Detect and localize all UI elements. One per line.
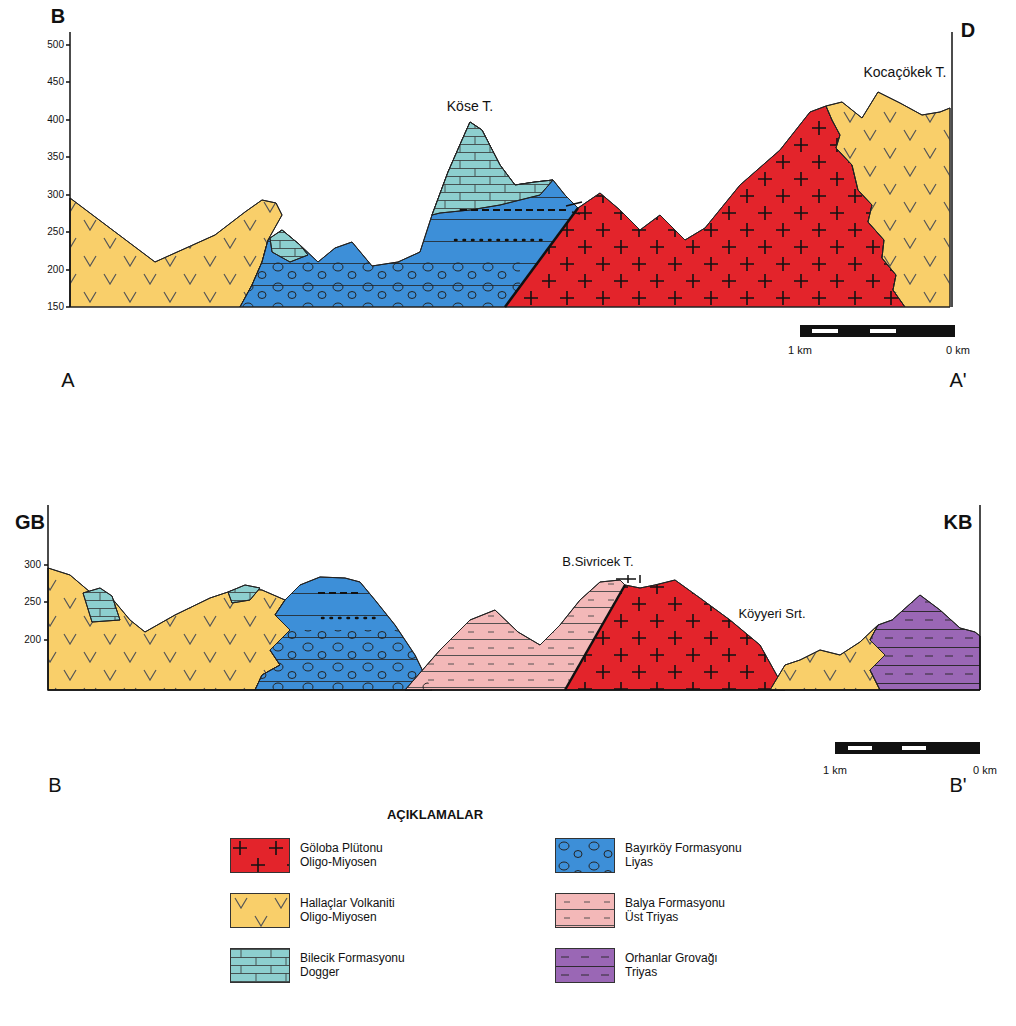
- elevation-tick: 250: [24, 596, 41, 608]
- swatch-texture: [231, 839, 290, 873]
- direction-label: GB: [15, 511, 45, 534]
- elevation-tick: 250: [47, 226, 64, 238]
- legend-swatch: [230, 948, 290, 983]
- peak-name: B.Sivricek T.: [562, 555, 633, 570]
- elevation-tick: 400: [47, 114, 64, 126]
- direction-label: KB: [944, 511, 973, 534]
- scale-label: 0 km: [973, 764, 997, 777]
- section-end-letter: A: [61, 369, 74, 392]
- swatch-texture: [556, 839, 615, 873]
- swatch-texture: [231, 894, 290, 928]
- swatch-pattern: [231, 949, 290, 983]
- elevation-tick: 150: [47, 301, 64, 313]
- swatch-texture: [556, 894, 615, 928]
- legend-text: Orhanlar Grovağı Triyas: [625, 951, 740, 980]
- legend-swatch: [555, 893, 615, 928]
- elevation-tick: 500: [47, 39, 64, 51]
- legend-swatch: [555, 838, 615, 873]
- elevation-tick: 450: [47, 76, 64, 88]
- swatch-pattern: [556, 894, 615, 928]
- section-end-letter: B: [48, 774, 61, 797]
- section-end-letter: B': [949, 774, 966, 797]
- swatch-texture: [556, 949, 615, 983]
- peak-name: Köyyeri Srt.: [738, 607, 805, 622]
- scale-label: 1 km: [788, 344, 812, 357]
- legend-text: Bayırköy Formasyonu Liyas: [625, 841, 755, 870]
- legend-title: AÇIKLAMALAR: [387, 808, 483, 823]
- scale-label: 0 km: [946, 344, 970, 357]
- swatch-pattern: [231, 839, 290, 873]
- peak-name: Köse T.: [447, 98, 493, 114]
- elevation-tick: 200: [24, 634, 41, 646]
- scale-label: 1 km: [823, 764, 847, 777]
- elevation-tick: 300: [24, 559, 41, 571]
- swatch-pattern: [556, 839, 615, 873]
- legend-swatch: [230, 893, 290, 928]
- legend-text: Hallaçlar Volkaniti Oligo-Miyosen: [300, 896, 420, 925]
- swatch-pattern: [231, 894, 290, 928]
- legend-swatch: [555, 948, 615, 983]
- elevation-tick: 350: [47, 151, 64, 163]
- section-end-letter: B: [51, 5, 65, 28]
- legend-text: Balya Formasyonu Üst Triyas: [625, 896, 740, 925]
- peak-name: Kocaçökek T.: [863, 64, 946, 80]
- elevation-tick: 300: [47, 189, 64, 201]
- swatch-pattern: [556, 949, 615, 983]
- legend-text: Göloba Plütonu Oligo-Miyosen: [300, 841, 410, 870]
- legend-swatch: [230, 838, 290, 873]
- legend-text: Bilecik Formasyonu Dogger: [300, 951, 425, 980]
- section-end-letter: D: [961, 19, 975, 42]
- swatch-texture: [231, 949, 290, 983]
- section-end-letter: A': [949, 369, 966, 392]
- elevation-tick: 200: [47, 264, 64, 276]
